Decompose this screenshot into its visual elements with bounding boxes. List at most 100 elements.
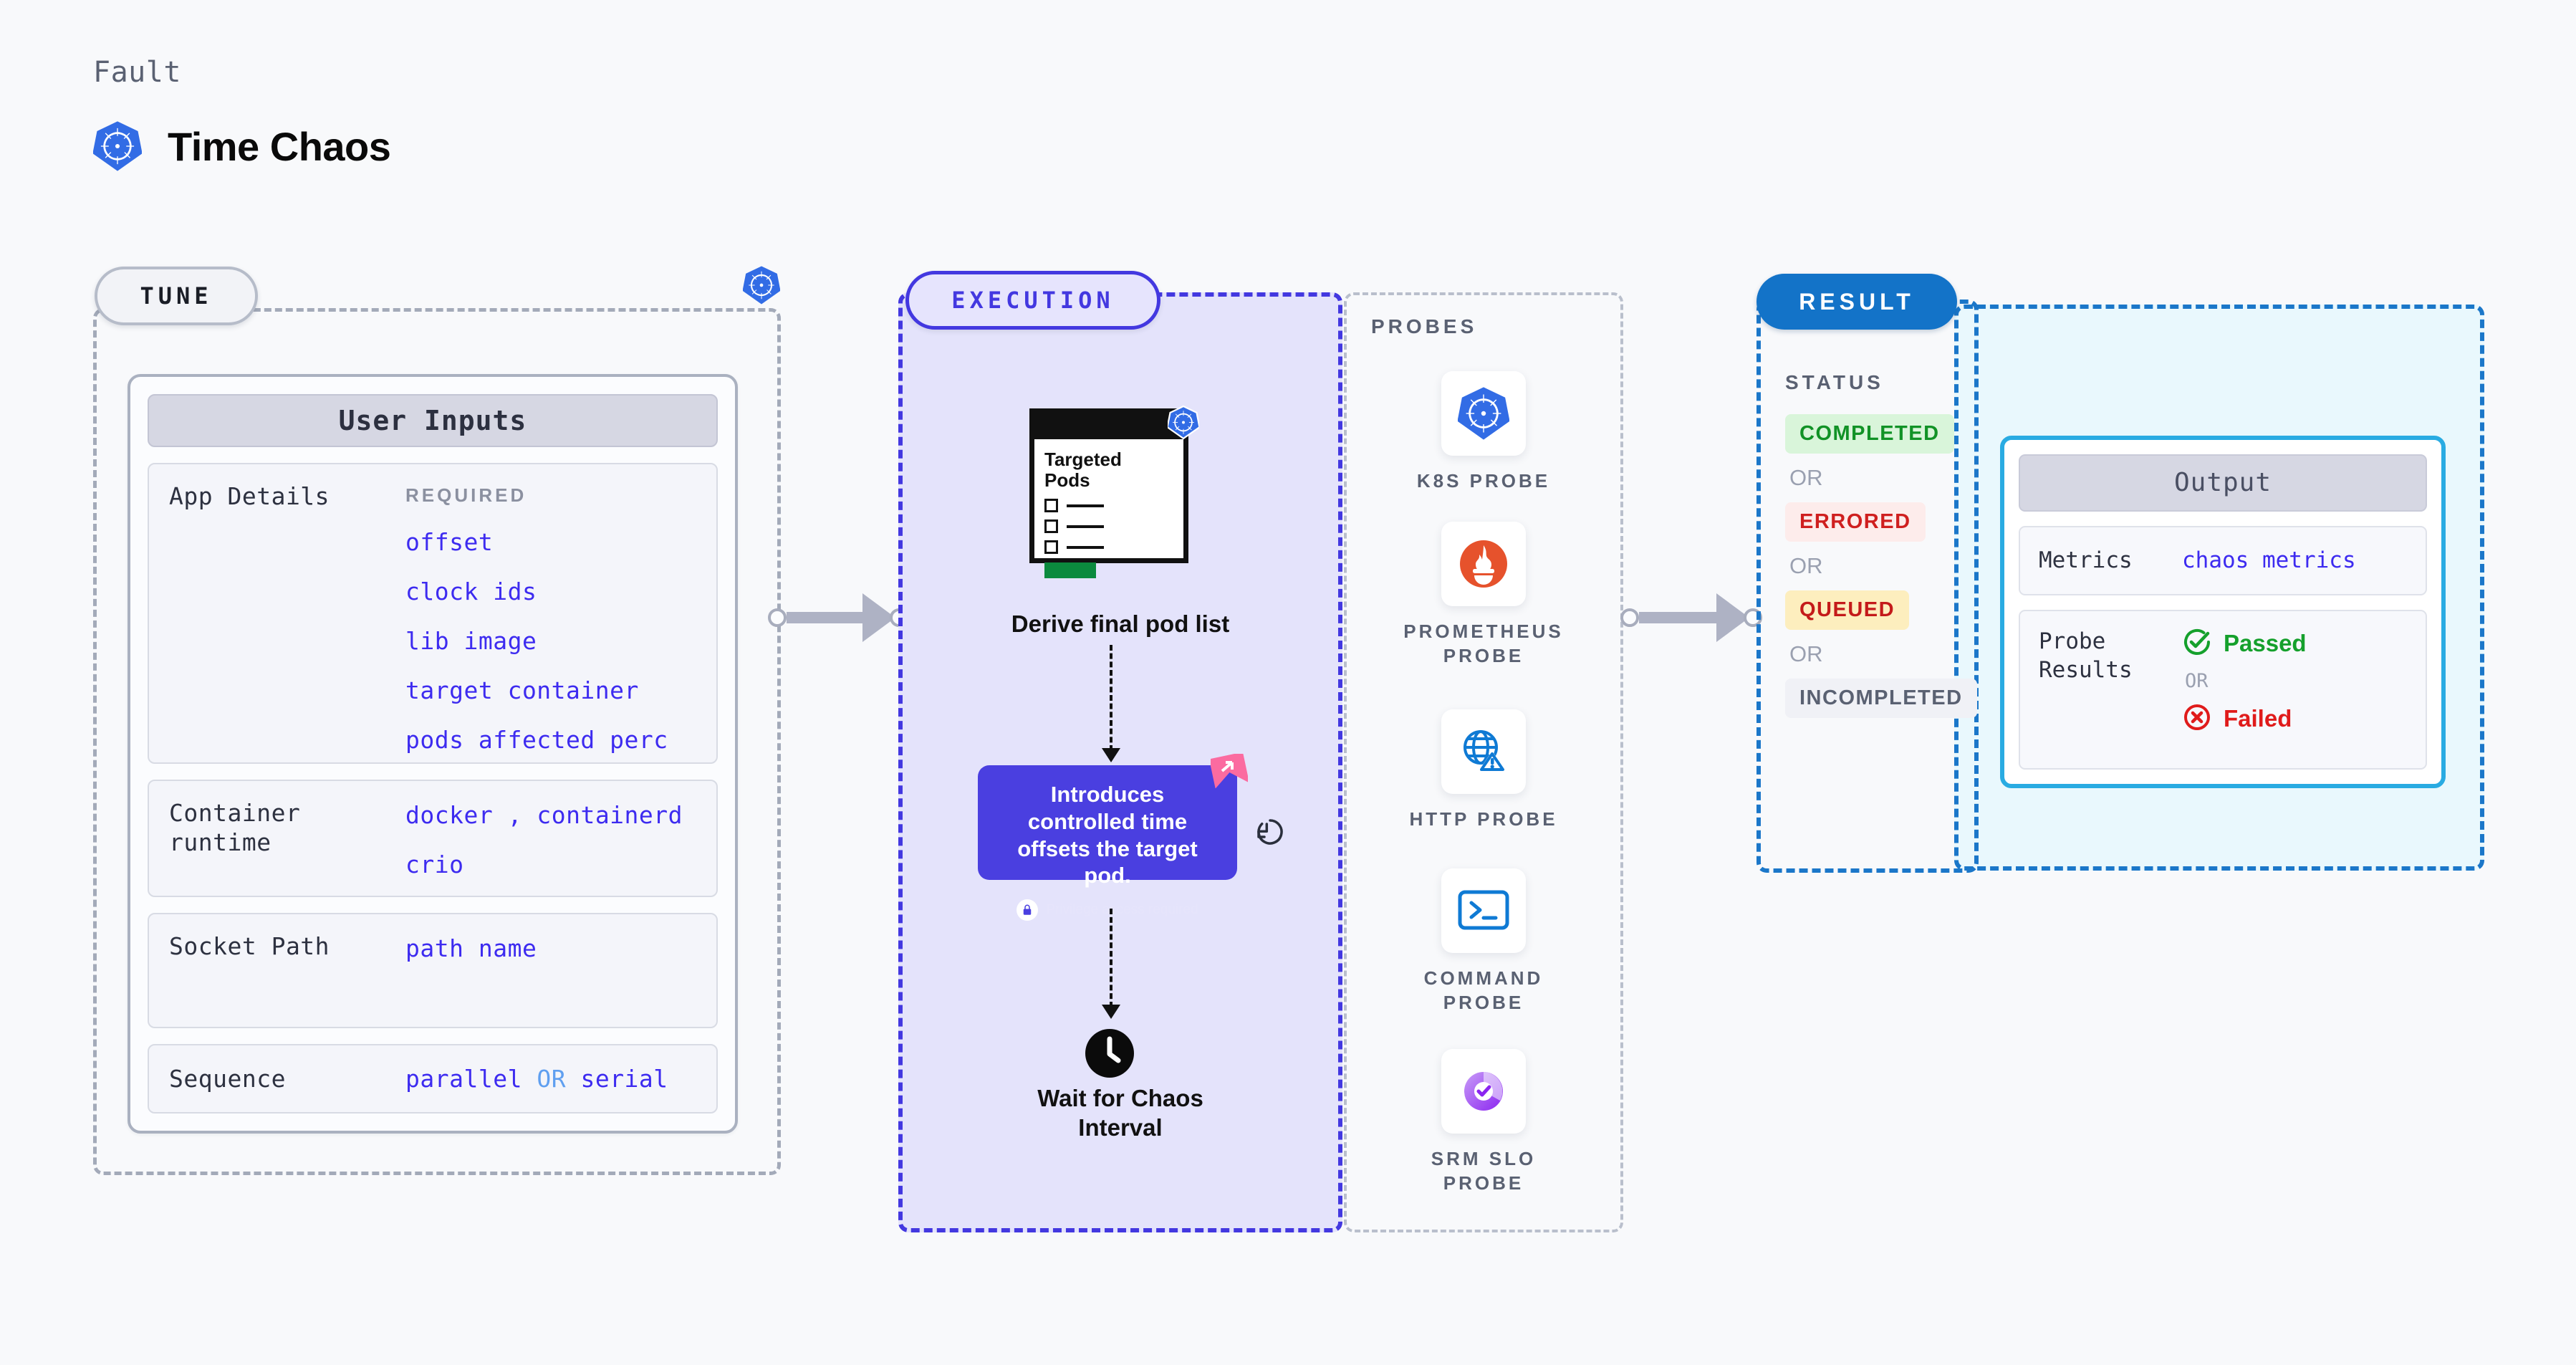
value-clock-ids: clock ids	[405, 577, 537, 605]
value-pods-affected-perc: pods affected perc	[405, 725, 668, 754]
page-title: Time Chaos	[168, 123, 391, 169]
output-metrics-label: Metrics	[2039, 547, 2133, 574]
step-caption-wait-chaos-interval: Wait for Chaos Interval	[898, 1083, 1342, 1143]
connector-start-dot	[768, 608, 787, 627]
value-lib-image: lib image	[405, 626, 537, 655]
value-path-name: path name	[405, 934, 537, 962]
status-or-2: OR	[1789, 553, 1823, 578]
caption-line2: Interval	[1078, 1114, 1163, 1141]
probe-label-line2: PROBE	[1443, 645, 1524, 667]
status-or-3: OR	[1789, 641, 1823, 666]
probe-label-line2: PROBE	[1443, 1172, 1524, 1194]
ribbon-marker-icon	[1208, 752, 1250, 791]
check-circle-icon	[2182, 627, 2212, 660]
kubernetes-icon	[1166, 405, 1201, 442]
probe-item-prometheus[interactable]: PROMETHEUS PROBE	[1344, 522, 1623, 669]
tooltip-text: Introduces controlled time offsets the t…	[1017, 782, 1198, 889]
list-item	[1044, 519, 1173, 534]
status-list: COMPLETED OR ERRORED OR QUEUED OR INCOMP…	[1785, 414, 1977, 718]
targeted-pods-title-line1: Targeted	[1044, 449, 1122, 470]
placeholder-line	[1067, 504, 1104, 507]
list-item	[1044, 499, 1173, 513]
placeholder-line	[1067, 525, 1104, 528]
caption-line1: Wait for Chaos	[1037, 1085, 1203, 1111]
row-label: Sequence	[169, 1064, 286, 1093]
clock-icon	[1082, 1026, 1137, 1083]
slo-donut-check-icon	[1441, 1049, 1526, 1134]
output-row-metrics: Metrics chaos metrics	[2019, 525, 2427, 595]
tooltip-footnote: Privilege access required	[996, 899, 1219, 921]
card-body: Targeted Pods	[1034, 439, 1183, 579]
checkbox-icon	[1044, 540, 1058, 555]
green-bar-indicator	[1044, 562, 1096, 579]
probe-item-k8s[interactable]: K8S PROBE	[1344, 371, 1623, 493]
globe-warning-icon	[1441, 709, 1526, 794]
probe-label: COMMAND PROBE	[1424, 966, 1544, 1015]
probe-label: HTTP PROBE	[1409, 808, 1558, 830]
required-tag: REQUIRED	[405, 484, 527, 506]
refresh-icon[interactable]	[1255, 817, 1285, 850]
probe-label: K8S PROBE	[1416, 470, 1551, 492]
probes-section-label: PROBES	[1371, 315, 1478, 337]
row-values: docker , containerd crio	[405, 798, 683, 878]
output-row-probe-results: Probe Results Passed OR	[2019, 609, 2427, 770]
probe-result-or: OR	[2185, 669, 2209, 692]
value-sequence-line: parallel OR serial	[405, 1065, 668, 1093]
row-app-details: App Details REQUIRED offset clock ids li…	[148, 462, 718, 764]
probe-label-line1: COMMAND	[1423, 967, 1544, 989]
row-sequence: Sequence parallel OR serial	[148, 1043, 718, 1113]
value-crio: crio	[405, 850, 464, 878]
probe-result-passed: Passed	[2182, 627, 2307, 660]
result-pill[interactable]: RESULT	[1756, 274, 1957, 330]
tune-pill[interactable]: TUNE	[95, 267, 258, 325]
card-titlebar	[1034, 413, 1183, 439]
row-label: Container runtime	[169, 798, 301, 856]
row-values: path name	[405, 931, 537, 1010]
value-runtime-line1: docker , containerd	[405, 801, 683, 829]
connector-bar	[787, 612, 864, 623]
user-inputs-card: User Inputs App Details REQUIRED offset …	[128, 374, 738, 1134]
terminal-icon	[1441, 868, 1526, 953]
probe-label-line2: PROBE	[1443, 992, 1524, 1014]
probe-item-srm-slo[interactable]: SRM SLO PROBE	[1344, 1049, 1623, 1196]
targeted-pods-title-line2: Pods	[1044, 469, 1090, 491]
kubernetes-icon	[742, 265, 781, 308]
connector-bar	[1639, 612, 1718, 623]
row-socket-path: Socket Path path name	[148, 912, 718, 1028]
tune-section-frame	[93, 308, 781, 1175]
probe-result-failed: Failed	[2182, 702, 2307, 735]
fault-description-tooltip: Introduces controlled time offsets the t…	[978, 765, 1237, 921]
probe-item-command[interactable]: COMMAND PROBE	[1344, 868, 1623, 1015]
value-comma: ,	[507, 800, 522, 829]
tooltip-footnote-text: Privilege access required	[1046, 902, 1198, 918]
output-probe-results-values: Passed OR Failed	[2182, 627, 2307, 752]
value-parallel: parallel	[405, 1064, 522, 1093]
output-metrics-value: chaos metrics	[2182, 547, 2356, 574]
row-label: Socket Path	[169, 931, 330, 960]
probe-item-http[interactable]: HTTP PROBE	[1344, 709, 1623, 831]
row-values: parallel OR serial	[405, 1065, 668, 1093]
value-docker: docker	[405, 800, 494, 829]
status-or-1: OR	[1789, 465, 1823, 490]
value-serial: serial	[580, 1064, 668, 1093]
status-badge-queued: QUEUED	[1785, 590, 1910, 630]
connector-execution-to-result	[1620, 593, 1762, 642]
output-card: Output Metrics chaos metrics Probe Resul…	[2000, 436, 2446, 788]
fault-eyebrow-label: Fault	[93, 56, 181, 89]
probe-label: PROMETHEUS PROBE	[1403, 619, 1563, 669]
row-values: REQUIRED offset clock ids lib image targ…	[405, 482, 668, 754]
user-inputs-title: User Inputs	[148, 394, 718, 447]
pods-checklist	[1044, 499, 1173, 555]
output-title: Output	[2019, 454, 2427, 512]
execution-pill[interactable]: EXECUTION	[905, 271, 1160, 330]
targeted-pods-card: Targeted Pods	[1029, 408, 1188, 579]
status-badge-incompleted: INCOMPLETED	[1785, 679, 1977, 718]
flow-line	[1110, 645, 1112, 751]
arrow-head-icon	[1102, 1005, 1120, 1019]
row-label: App Details	[169, 482, 330, 510]
checkbox-icon	[1044, 519, 1058, 534]
list-item	[1044, 540, 1173, 555]
arrow-head-icon	[1102, 748, 1120, 762]
page-title-row: Time Chaos	[93, 120, 391, 172]
